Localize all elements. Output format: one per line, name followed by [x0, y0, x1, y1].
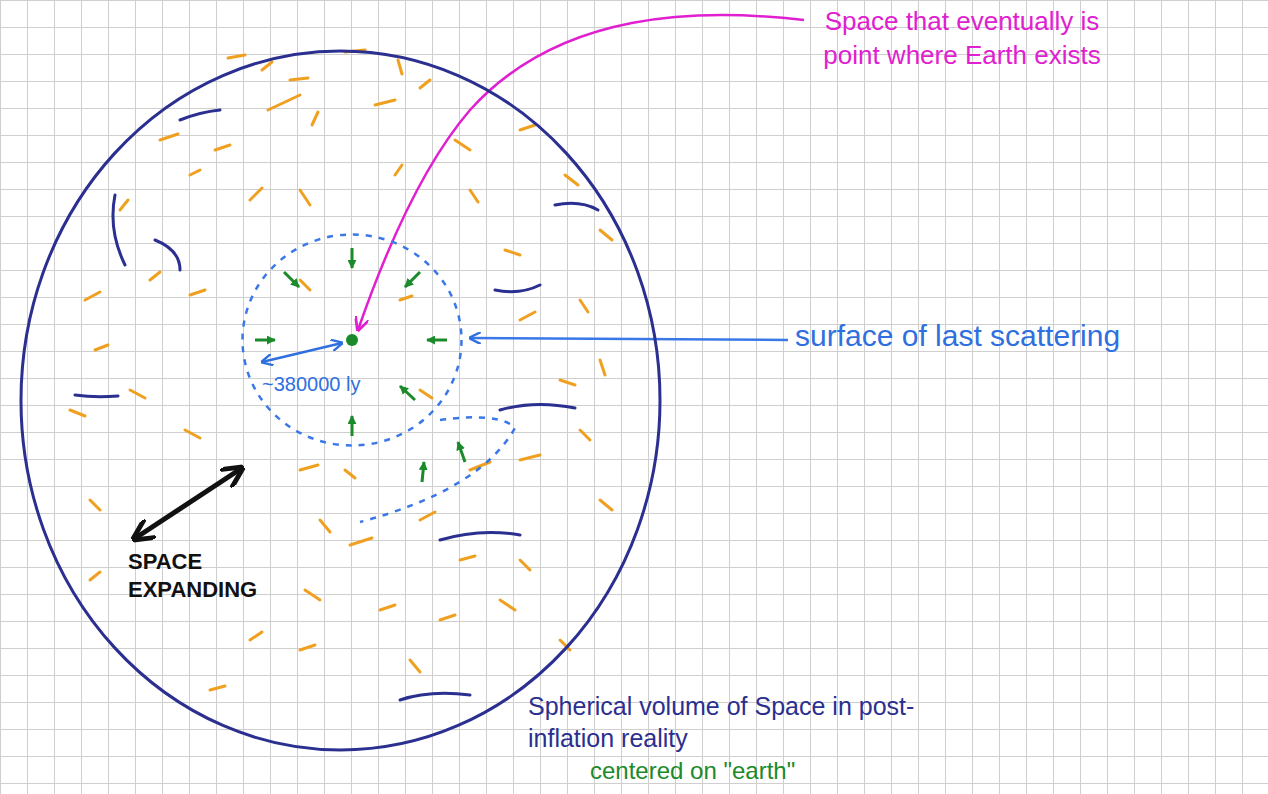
radius-arrow [262, 343, 342, 362]
leader-line [470, 338, 788, 340]
dashed-trail [360, 417, 515, 522]
callout-note: surface of last scattering [795, 318, 1235, 354]
inward-arrows [255, 248, 465, 482]
universe-sphere: SPACE EXPANDING ~380000 ly [18, 48, 663, 753]
matter-dashes [70, 50, 612, 690]
callout-note: Space that eventually is point where Ear… [812, 4, 1112, 72]
caption: centered on "earth" [590, 756, 890, 786]
sphere-outline [18, 48, 663, 753]
expansion-note: SPACE EXPANDING [128, 548, 268, 604]
caption: Spherical volume of Space in post-inflat… [528, 690, 928, 754]
radius-label: ~380000 ly [262, 372, 392, 396]
sphere-outline [240, 232, 464, 448]
structure-arcs [75, 110, 598, 700]
earth-dot [346, 334, 358, 346]
last-scattering-sphere: ~380000 ly [240, 232, 464, 448]
expansion-arrow [134, 468, 242, 539]
